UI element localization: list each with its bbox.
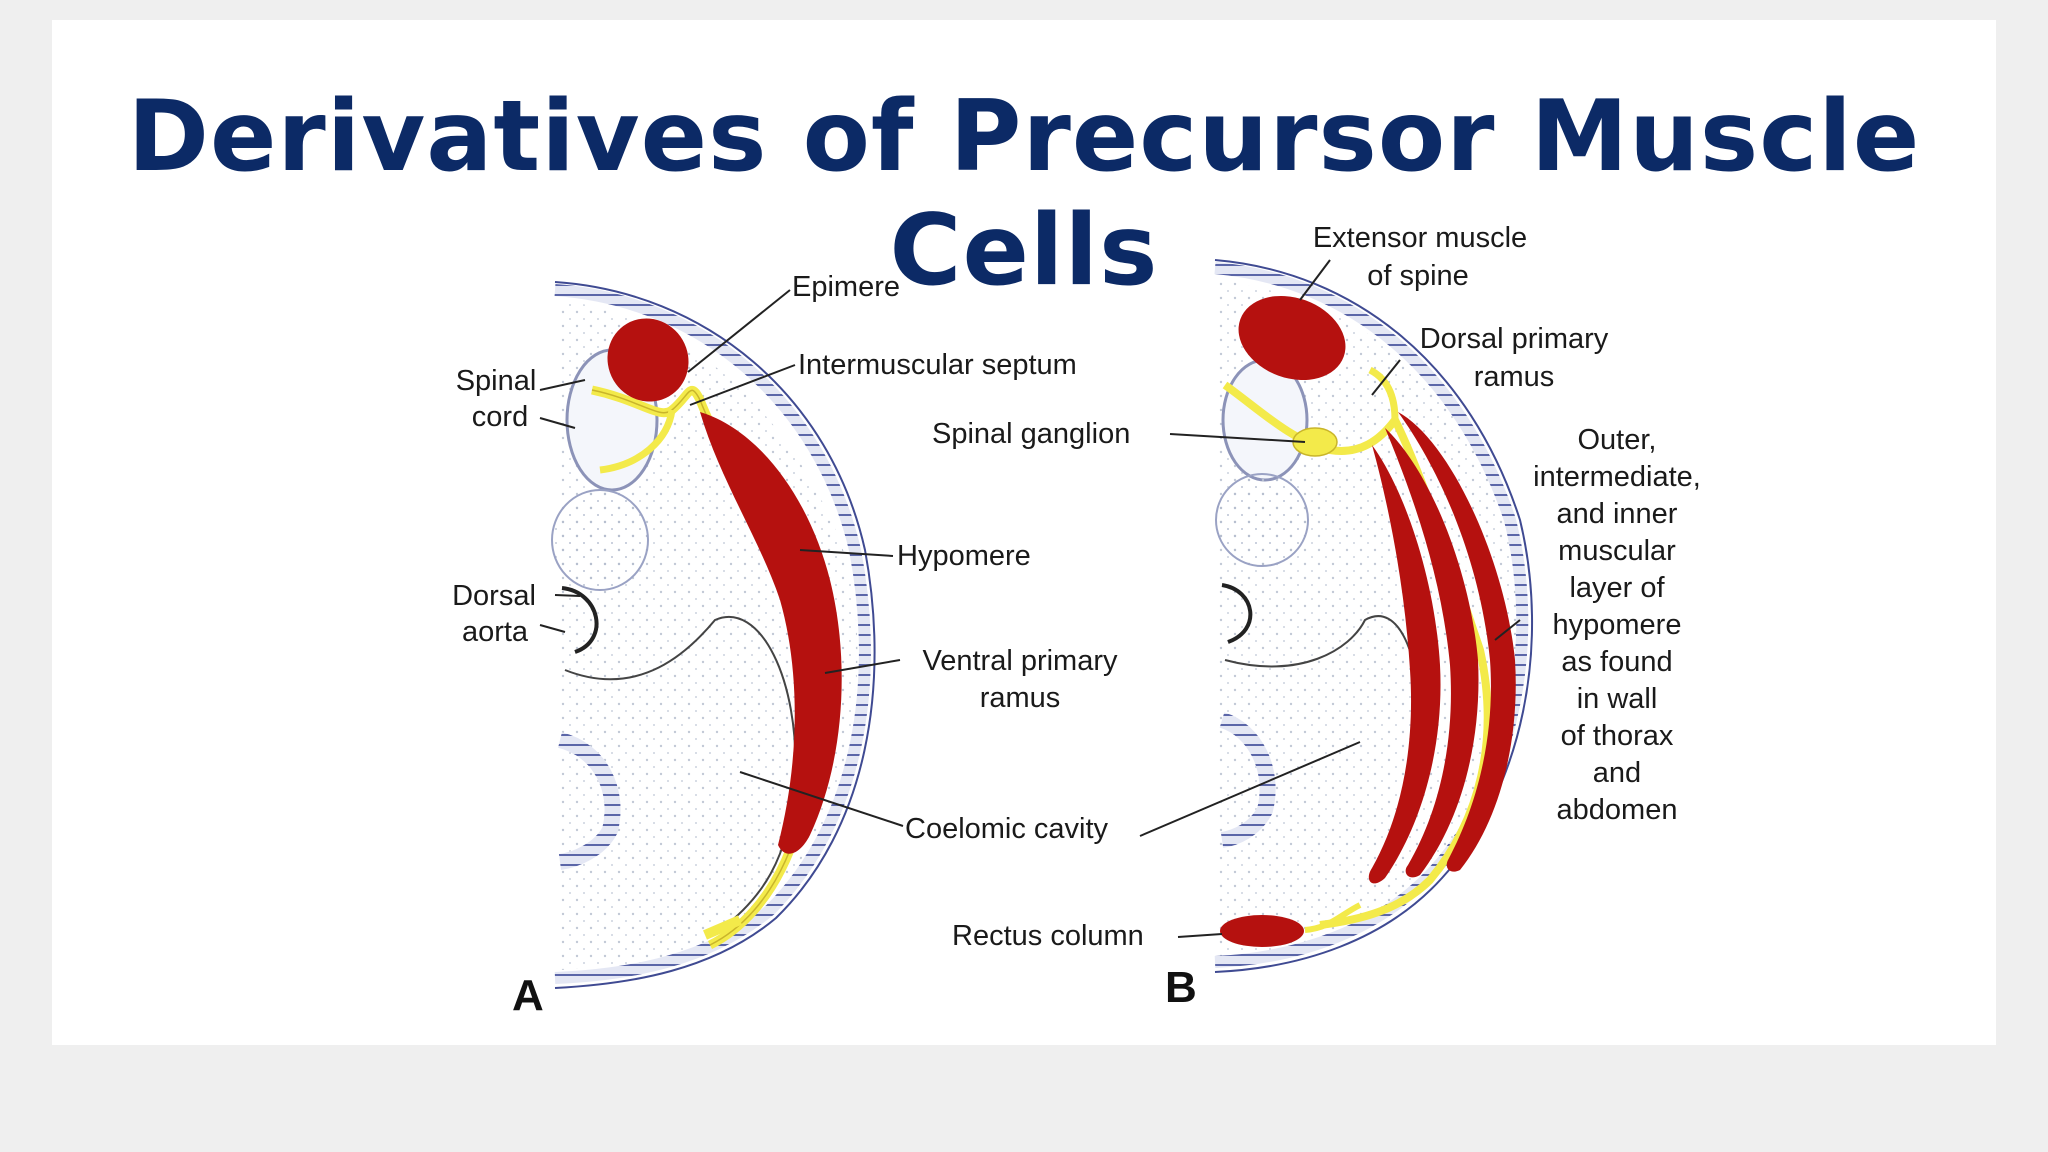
panel-b-rectus-column [1220,915,1304,947]
label-spinal-cord-line2: cord [472,401,528,433]
layers-line: abdomen [1557,794,1678,826]
layers-line: and inner [1557,498,1678,530]
layers-line: of thorax [1561,720,1674,752]
label-dorsal-ramus-line2: ramus [1474,361,1555,393]
label-coelomic-cavity: Coelomic cavity [905,813,1109,845]
label-ventral-ramus-line1: Ventral primary [922,645,1118,677]
panel-a-epimere [607,318,689,402]
layers-line: hypomere [1553,609,1682,641]
layers-line: and [1593,757,1641,789]
label-epimere: Epimere [792,271,900,303]
slide: Derivatives of Precursor Muscle Cells [52,20,1996,1045]
panel-b-intestine-wall [1219,712,1276,848]
label-ventral-ramus-line2: ramus [980,682,1061,714]
label-rectus-column: Rectus column [952,920,1144,952]
panel-b-extensor-muscle [1238,295,1346,381]
label-extensor-line1: Extensor muscle [1313,222,1527,254]
panel-b-inner-layer [1368,445,1441,884]
panel-a-labels: Epimere Intermuscular septum Spinal cord… [452,271,1118,1020]
layers-line: layer of [1569,572,1665,604]
panel-b [1214,259,1533,973]
layers-line: Outer, [1578,424,1657,456]
panel-a-vertebra [551,489,649,591]
label-dorsal-aorta-line1: Dorsal [452,580,536,612]
panel-a-letter: A [512,971,544,1020]
panel-b-outer-layer [1398,412,1516,872]
label-spinal-cord-line1: Spinal [456,365,537,397]
label-dorsal-ramus-line1: Dorsal primary [1420,323,1609,355]
panel-b-letter: B [1165,963,1197,1012]
layers-line: as found [1561,646,1672,678]
slide-title: Derivatives of Precursor Muscle Cells [127,80,1921,308]
panel-a-hypomere [700,412,842,854]
label-hypomere-layers: Outer, intermediate, and inner muscular … [1533,424,1701,826]
panel-a-intestine-wall [557,732,621,870]
panel-a-dorsal-aorta [561,586,599,654]
panel-a [551,281,876,989]
panel-b-body-wall [1214,262,1529,968]
label-spinal-ganglion: Spinal ganglion [932,418,1130,450]
panel-b-labels: Extensor muscle of spine Dorsal primary … [932,222,1701,1012]
panel-a-leader-lines [539,289,904,827]
panel-a-body-wall [554,284,871,984]
panel-b-leader-lines [1139,259,1521,938]
layers-line: muscular [1558,535,1676,567]
label-intermuscular-septum: Intermuscular septum [798,349,1077,381]
panel-b-vertebra [1215,473,1309,567]
label-extensor-line2: of spine [1367,260,1469,292]
panel-b-dorsal-aorta [1221,583,1253,644]
label-hypomere: Hypomere [897,540,1031,572]
label-dorsal-aorta-line2: aorta [462,616,529,648]
panel-b-intermediate-layer [1385,428,1479,878]
layers-line: in wall [1577,683,1658,715]
layers-line: intermediate, [1533,461,1701,493]
panel-a-gut-outline [564,616,797,931]
